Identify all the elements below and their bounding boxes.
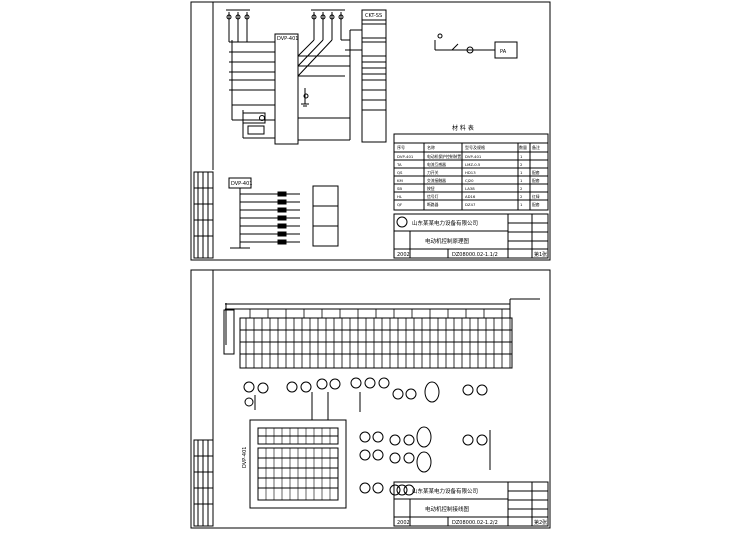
controller-lower-label: DVP-401: [231, 181, 252, 187]
terminal-columns: [245, 309, 511, 368]
controller-io-rows: [240, 191, 300, 245]
parts-row-0-col-0: DVP-401: [397, 154, 414, 159]
controller-module-columns: [265, 428, 331, 500]
incoming-feeder-2: [311, 9, 345, 40]
parts-col-name: 名称: [427, 144, 435, 150]
parts-row-5-col-3: 2: [520, 194, 523, 199]
parts-row-6-col-2: DZ47: [465, 202, 476, 207]
controller-top-label: DVP-401: [277, 36, 298, 42]
signal-legend-box: [312, 185, 339, 247]
controller-block: [274, 33, 299, 145]
ammeter-label: PA: [500, 49, 507, 55]
parts-row-6-col-1: 断路器: [427, 202, 439, 207]
parts-row-5-col-1: 信号灯: [427, 194, 439, 199]
sheet-2-side-strip: [193, 439, 214, 527]
parts-row-3-col-0: KM: [397, 178, 403, 183]
sheet-2-company: 山东某某电力设备有限公司: [412, 487, 478, 495]
sheet-2: [190, 269, 551, 529]
parts-row-3-col-1: 交流接触器: [427, 178, 446, 183]
sheet-2-controller-label: DVP-401: [242, 447, 248, 468]
parts-col-note: 备注: [532, 144, 540, 150]
parts-col-no: 序号: [397, 144, 405, 150]
parts-row-1-col-3: 2: [520, 162, 523, 167]
parts-row-1-col-0: TA: [396, 162, 402, 167]
terminal-block-row: [239, 317, 513, 369]
sheet-1-drawing-title: 电动机控制原理图: [425, 237, 470, 245]
sheet-2-sheet-no: 第2张: [534, 519, 547, 526]
parts-row-5-col-0: HL: [397, 194, 403, 199]
ammeter-box: [494, 41, 518, 59]
parts-row-5-col-2: AD16: [465, 194, 476, 199]
parts-row-3-col-2: CJ20: [465, 178, 474, 183]
sheet-1-side-strip: [193, 171, 214, 259]
relay-terminal-box: [361, 9, 387, 143]
parts-row-4-col-1: 按钮: [427, 186, 435, 191]
parts-row-2-col-4: 配套: [532, 170, 540, 175]
component-group-mid: [350, 377, 417, 496]
sheet-1-sheet-no: 第1张: [534, 251, 547, 258]
parts-row-6-col-0: QF: [397, 202, 402, 207]
sheet-1-title-texts: 山东某某电力设备有限公司 电动机控制原理图 2002 DZ08000.02-1.…: [397, 219, 547, 258]
sheet-2-texts: DVP-401 山东某某电力设备有限公司 电动机控制接线图 2002 DZ080…: [242, 447, 547, 526]
parts-row-1-col-1: 电流互感器: [427, 162, 446, 167]
parts-row-0-col-2: DVP-401: [465, 154, 482, 159]
sheet-2-year: 2002: [397, 520, 410, 526]
parts-row-4-col-2: LA38: [465, 186, 475, 191]
component-group-right: [416, 381, 491, 473]
parts-row-2-col-3: 1: [520, 170, 523, 175]
sheet-1-frame: [190, 1, 551, 261]
component-group-left: [243, 378, 341, 420]
parts-row-0-col-1: 电动机保护控制装置: [427, 154, 461, 159]
sheet-2-drawing-no: DZ08000.02-1.2/2: [452, 520, 498, 526]
parts-row-5-col-4: 红绿: [532, 194, 540, 199]
sheet-1-company: 山东某某电力设备有限公司: [412, 219, 478, 227]
incoming-feeder-1: [226, 9, 250, 42]
parts-row-2-col-0: QS: [397, 170, 403, 175]
sheet-2-title-block-grid: [393, 481, 549, 527]
parts-row-3-col-3: 1: [520, 178, 523, 183]
parts-row-2-col-1: 刀开关: [427, 170, 439, 175]
left-terminal-strip: [223, 309, 235, 355]
parts-row-6-col-4: 配套: [532, 202, 540, 207]
sheet-2-drawing-title: 电动机控制接线图: [425, 505, 470, 513]
parts-row-4-col-0: SB: [397, 186, 402, 191]
parts-row-0-col-3: 1: [520, 154, 523, 159]
parts-col-qty: 数量: [519, 144, 527, 150]
sheet-1-title-block-grid: [393, 213, 549, 259]
parts-row-4-col-3: 2: [520, 186, 523, 191]
sheet-1-year: 2002: [397, 252, 410, 258]
parts-table-heading: 材 料 表: [452, 124, 474, 132]
sheet-1-drawing-no: DZ08000.02-1.1/2: [452, 252, 498, 258]
relay-box-label: CKT-SS: [365, 13, 382, 19]
ammeter-circuit: [434, 33, 518, 59]
sheet-2-frame: [190, 269, 551, 529]
parts-row-2-col-2: HD13: [465, 170, 476, 175]
parts-row-6-col-3: 1: [520, 202, 523, 207]
sheet-1-texts: CKT-SS DVP-401 PA DVP-401 材 料 表 序号 名称 型号…: [231, 13, 540, 187]
parts-row-3-col-4: 配套: [532, 178, 540, 183]
parts-row-1-col-2: LMZ-0.5: [465, 162, 481, 167]
parts-col-spec: 型号及规格: [465, 144, 485, 150]
sheet-1: [190, 1, 551, 261]
parts-table-grid: [393, 133, 549, 211]
